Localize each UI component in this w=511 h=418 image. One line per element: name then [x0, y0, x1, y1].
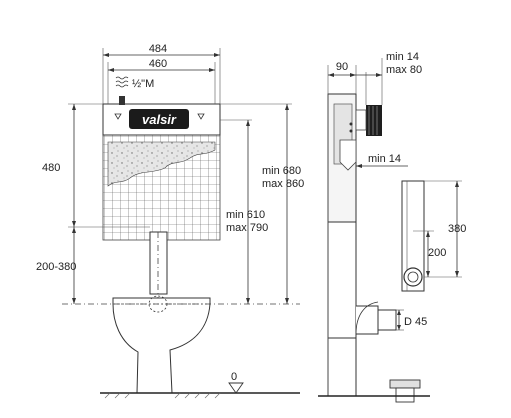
wc-bowl — [112, 297, 211, 394]
water-supply-icon — [115, 76, 129, 88]
side-column-base — [327, 337, 357, 397]
width-inner-label: 460 — [149, 58, 167, 70]
outlet-elbow — [356, 305, 379, 335]
floor-drain-cap — [389, 379, 421, 389]
brand-logo: valsir — [142, 112, 177, 127]
flush-lower-label: 200 — [428, 247, 446, 259]
flush-pipe — [149, 231, 168, 295]
floor-hatch-front — [104, 392, 221, 399]
base-height-label: 200-380 — [36, 261, 76, 273]
front-view: valsir ½"M 0 — [36, 43, 304, 399]
outlet-curve — [355, 301, 379, 335]
flush-pipe-detail — [401, 180, 425, 292]
width-outer-label: 484 — [149, 43, 167, 55]
flush-pipe-opening-inner — [407, 271, 419, 283]
right-level-marker-icon — [197, 113, 205, 120]
top-max-label: max 860 — [262, 178, 304, 190]
pipe-diameter-label: D 45 — [404, 316, 427, 328]
water-inlet-valve — [119, 96, 125, 105]
tank-height-label: 480 — [42, 162, 60, 174]
outlet-min-label: min 610 — [226, 209, 265, 221]
wall-min-label: min 14 — [368, 153, 401, 165]
flush-plate-fitting — [366, 105, 382, 136]
side-view: 90 min 14 max 80 min 14 380 200 D 45 — [318, 51, 466, 403]
brand-badge — [129, 109, 189, 129]
side-valve-body — [339, 139, 357, 171]
top-min-label: min 680 — [262, 165, 301, 177]
depth-label: 90 — [336, 61, 348, 73]
outlet-max-label: max 790 — [226, 222, 268, 234]
side-bolt-2 — [349, 129, 353, 133]
flush-plate-ribs — [368, 106, 378, 135]
cistern-insulation — [107, 141, 216, 187]
floor-drain-body — [395, 387, 415, 403]
floor-level-label: 0 — [231, 371, 237, 383]
fitting-min-label: min 14 — [386, 51, 419, 63]
connection-label: ½"M — [132, 78, 154, 90]
side-column-lower — [327, 221, 357, 339]
fitting-max-label: max 80 — [386, 64, 422, 76]
floor-level-marker-icon — [228, 382, 244, 394]
flush-pipe-opening — [403, 267, 423, 287]
flush-height-label: 380 — [448, 223, 466, 235]
fitting-connector — [355, 109, 367, 131]
side-bolt-1 — [349, 122, 353, 126]
outlet-pipe — [377, 309, 397, 331]
left-level-marker-icon — [114, 113, 122, 120]
